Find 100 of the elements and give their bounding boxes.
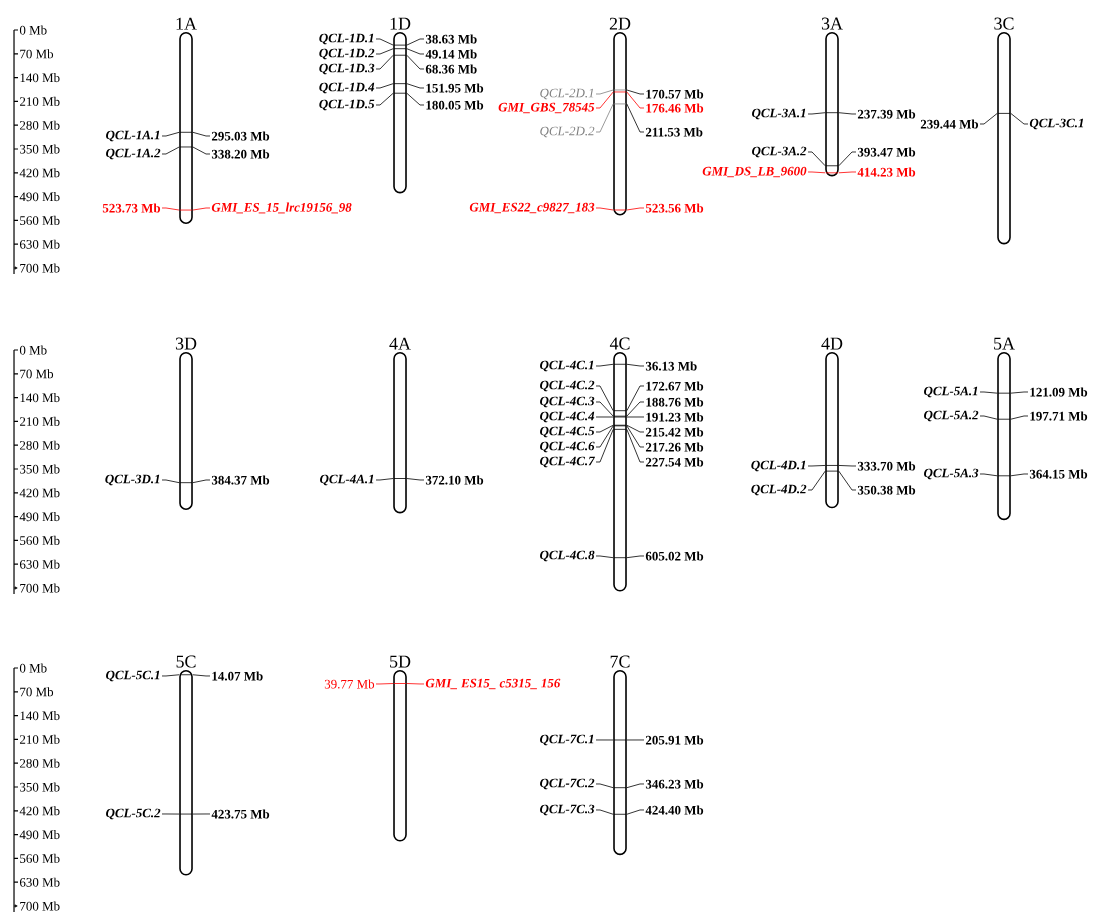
leader-line [595,555,614,559]
node-label: 4A [389,337,411,350]
leader-line [595,416,614,418]
leader-line [161,479,180,484]
leader-line [626,425,645,448]
leader-line [161,674,180,677]
leader-line [375,38,394,46]
chromosome-bar: 5D [390,655,411,842]
leader-line [595,91,614,109]
chromosome-bar: 3C [994,17,1014,245]
chromosome-bar: 5C [176,655,196,876]
node-label: 4C [609,337,630,350]
leader-line [626,428,645,463]
leader-line [406,83,425,89]
node-label: 3A [821,17,843,30]
leader-line [595,739,614,741]
leader-line [807,112,826,115]
leader-line [626,739,645,741]
leader-line [595,424,614,433]
leader-line [406,478,425,481]
leader-line [161,131,180,137]
leader-line [979,473,998,477]
leader-line [807,151,826,167]
leader-line [161,813,180,815]
node-label: 4D [821,337,843,350]
leader-line [838,470,857,491]
node-label: 1A [176,17,197,30]
leader-line [626,401,645,417]
leader-line [807,465,826,467]
leader-line [626,424,645,433]
leader-line [626,809,645,815]
chromosome-bar: 4A [389,337,411,514]
leader-line [192,207,211,211]
node-label: 1D [390,17,411,30]
leader-line [595,207,614,211]
node-label: 3D [175,337,197,350]
leader-line [838,171,857,174]
leader-line [838,151,857,167]
leader-line [406,48,425,55]
leader-line [626,555,645,559]
leader-line [161,207,180,211]
leader-line [375,48,394,55]
leader-line [595,809,614,815]
chromosome-bar: 3A [821,17,843,177]
node-label: 5D [390,655,411,668]
leader-line [375,683,394,685]
leader-line [838,465,857,467]
leader-line [979,391,998,394]
node-label: 3C [994,17,1014,30]
leader-line [626,385,645,412]
leader-line [1010,473,1029,477]
leader-line [595,385,614,412]
chromosome-bar: 4C [609,337,630,592]
leader-line [595,103,614,133]
leader-line [626,103,645,133]
chromosome-bar: 5A [994,337,1015,521]
leader-line [626,89,645,95]
leader-line [192,479,211,484]
leader-line [595,425,614,448]
leader-line [375,92,394,106]
leader-line [406,38,425,46]
leader-line [626,416,645,418]
chromosome-bar: 2D [609,17,631,216]
leader-line [1010,391,1029,394]
leader-line [595,401,614,417]
chromosome-bar: 1A [176,17,197,224]
leader-line [626,363,645,367]
leader-line [626,783,645,789]
leader-line [375,54,394,70]
leader-line [406,683,425,685]
leader-line [161,146,180,155]
chromosome-bar: 1D [390,17,411,194]
leader-line [595,363,614,367]
node-label: 5C [176,655,196,668]
leader-line [595,428,614,463]
leader-line [979,415,998,420]
leader-line [595,89,614,95]
leader-line [626,91,645,109]
chromosome-bar: 4D [821,337,843,509]
leader-line [595,783,614,789]
leader-line [807,470,826,491]
leader-line [192,674,211,677]
leader-line [406,54,425,70]
leader-line [375,478,394,481]
chromosome-bar: 3D [175,337,197,510]
leader-line [375,83,394,89]
leader-line [1010,113,1029,125]
chromosome-bar: 7C [610,655,630,856]
node-label: 2D [609,17,631,30]
leader-line [626,207,645,211]
leader-line [192,146,211,155]
leader-line [1010,415,1029,420]
leader-line [979,113,998,125]
leader-line [192,813,211,815]
leader-line [807,171,826,174]
node-label: 7C [610,655,630,668]
leader-line [838,112,857,115]
leader-line [406,92,425,106]
leader-line [192,131,211,137]
node-label: 5A [994,337,1015,350]
